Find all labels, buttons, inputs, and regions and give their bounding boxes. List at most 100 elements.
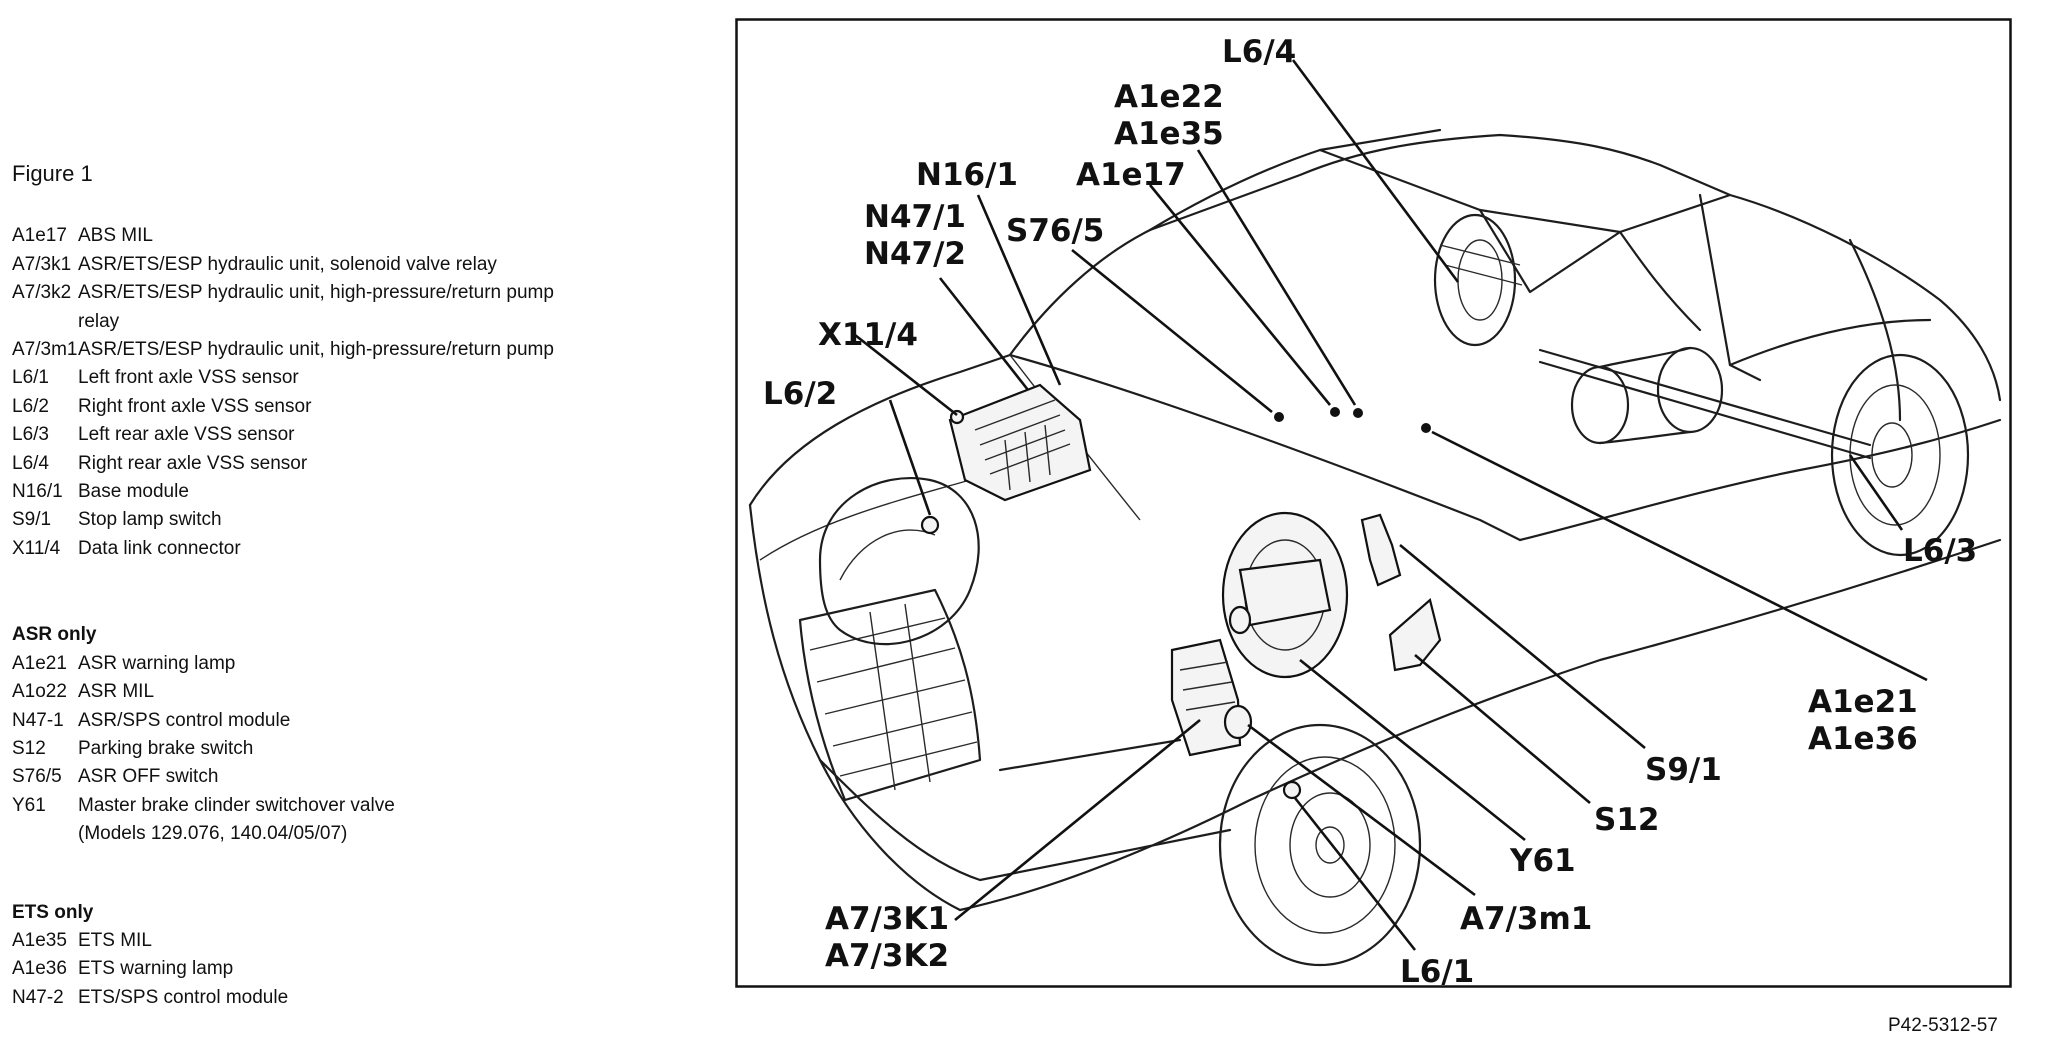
left-front-wheel	[1218, 723, 1422, 967]
rear-differential	[1570, 346, 1724, 445]
legend-code: A7/3k2	[12, 282, 72, 304]
legend-code: L6/1	[12, 367, 49, 389]
front-grille	[798, 588, 982, 802]
brake-booster	[1221, 511, 1349, 679]
legend-code: A1o22	[12, 681, 67, 703]
figure-reference-code: P42-5312-57	[1888, 1015, 1998, 1036]
legend-code: S9/1	[12, 509, 52, 531]
ets-heading: ETS only	[12, 901, 94, 923]
legend-code: A1e17	[12, 225, 67, 247]
legend-code: Y61	[12, 794, 46, 816]
label-l6-2: L6/2	[763, 376, 837, 412]
legend-desc: Master brake clinder switchover valve	[78, 794, 395, 816]
legend-code: L6/4	[12, 452, 49, 474]
figure-title: Figure 1	[12, 161, 93, 186]
legend-code: S12	[12, 737, 46, 759]
label-a7-3k1: A7/3K1	[825, 901, 949, 937]
legend-item: N16/1 Base module	[12, 478, 702, 506]
asr-off-switch-dot	[1274, 412, 1284, 422]
legend-desc: Left front axle VSS sensor	[78, 367, 299, 389]
legend-code: L6/3	[12, 424, 49, 446]
right-front-sensor	[920, 515, 940, 535]
legend-item: N47-2 ETS/SPS control module	[12, 984, 702, 1012]
legend-item: S12 Parking brake switch	[12, 735, 702, 763]
legend-desc: ETS warning lamp	[78, 958, 234, 980]
legend-desc: ETS MIL	[78, 929, 152, 951]
label-a1e35: A1e35	[1114, 116, 1224, 152]
legend-code: N47-2	[12, 986, 64, 1008]
label-a7-3m1: A7/3m1	[1460, 901, 1592, 937]
rear-wheel	[1538, 348, 1970, 557]
legend-desc: ASR/SPS control module	[78, 709, 291, 731]
parking-brake-switch	[1388, 597, 1442, 672]
legend-desc: ASR OFF switch	[78, 766, 219, 788]
legend-item: L6/3 Left rear axle VSS sensor	[12, 421, 702, 449]
right-rear-brake	[1433, 213, 1523, 347]
legend-desc: Data link connector	[78, 537, 241, 559]
legend-item: A1e35 ETS MIL	[12, 927, 702, 955]
legend-item: X11/4 Data link connector	[12, 535, 702, 563]
legend-item: Y61 Master brake clinder switchover valve	[12, 792, 702, 820]
legend-code: S76/5	[12, 766, 62, 788]
legend-item: L6/4 Right rear axle VSS sensor	[12, 450, 702, 478]
diagram-frame	[735, 18, 2012, 988]
legend-item: A1e36 ETS warning lamp	[12, 955, 702, 983]
warning-lamp-dot	[1421, 423, 1431, 433]
legend-code: A1e36	[12, 958, 67, 980]
label-l6-1: L6/1	[1400, 954, 1474, 988]
label-s76-5: S76/5	[1006, 213, 1104, 249]
legend-desc: ETS/SPS control module	[78, 986, 289, 1008]
label-n16-1: N16/1	[916, 157, 1018, 193]
legend-desc-continued: relay	[78, 310, 120, 332]
legend-desc-continued: (Models 129.076, 140.04/05/07)	[78, 823, 348, 845]
legend-desc: Right rear axle VSS sensor	[78, 452, 308, 474]
abs-mil-dot	[1330, 407, 1340, 417]
legend-code: A7/3m1	[12, 339, 78, 361]
legend-desc: Stop lamp switch	[78, 509, 222, 531]
label-l6-4: L6/4	[1222, 34, 1296, 70]
label-n47-2: N47/2	[864, 236, 966, 272]
label-x11-4: X11/4	[818, 317, 918, 353]
legend-code: A1e35	[12, 929, 67, 951]
label-l6-3: L6/3	[1903, 533, 1977, 569]
legend-desc: ASR/ETS/ESP hydraulic unit, high-pressur…	[78, 282, 554, 304]
legend-ets-group: ETS only A1e35 ETS MIL A1e36 ETS warning l…	[12, 899, 702, 1013]
legend-code: L6/2	[12, 395, 49, 417]
legend-code: X11/4	[12, 537, 61, 559]
stop-lamp-switch	[1360, 513, 1402, 587]
legend-desc: Base module	[78, 481, 189, 503]
left-front-sensor	[1282, 780, 1302, 800]
legend-code: N16/1	[12, 481, 63, 503]
legend-desc: ABS MIL	[78, 225, 153, 247]
legend-item: N47-1 ASR/SPS control module	[12, 707, 702, 735]
legend-item: S76/5 ASR OFF switch	[12, 763, 702, 791]
asr-ets-mil-dot	[1353, 408, 1363, 418]
legend-desc: Right front axle VSS sensor	[78, 395, 312, 417]
label-n47-1: N47/1	[864, 199, 966, 235]
legend-code: A1e21	[12, 652, 67, 674]
legend-desc: ASR warning lamp	[78, 652, 236, 674]
legend-item: L6/1 Left front axle VSS sensor	[12, 364, 702, 392]
hydraulic-unit	[1170, 638, 1253, 757]
legend-desc: Parking brake switch	[78, 737, 254, 759]
legend-desc: Left rear axle VSS sensor	[78, 424, 295, 446]
asr-heading: ASR only	[12, 624, 97, 646]
legend-desc: ASR MIL	[78, 681, 155, 703]
legend-item: S9/1 Stop lamp switch	[12, 506, 702, 534]
legend-item: A1o22 ASR MIL	[12, 678, 702, 706]
legend-code: N47-1	[12, 709, 64, 731]
label-s12: S12	[1594, 802, 1659, 838]
vehicle-component-diagram: L6/4 A1e22 A1e35 N16/1 A1e17 N47/1 N47/2…	[735, 18, 2012, 988]
control-modules	[948, 383, 1092, 502]
label-a1e17: A1e17	[1076, 157, 1186, 193]
legend-item: L6/2 Right front axle VSS sensor	[12, 393, 702, 421]
label-y61: Y61	[1509, 843, 1576, 879]
label-a7-3k2: A7/3K2	[825, 938, 949, 974]
label-s9-1: S9/1	[1645, 752, 1722, 788]
right-front-wheel-arch	[818, 477, 980, 646]
